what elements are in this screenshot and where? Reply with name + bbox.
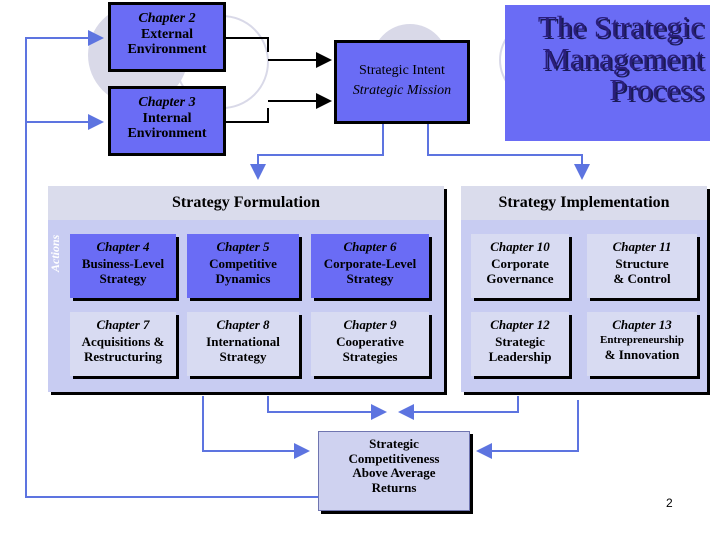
card-line: Strategy <box>346 271 394 287</box>
chapter-label: Chapter 7 <box>96 317 150 332</box>
card-line: Strategies <box>342 349 398 365</box>
chapter-label: Chapter 3 <box>138 95 196 110</box>
strategic-intent-box: Strategic Intent Strategic Mission <box>334 40 470 124</box>
card-chapter-9: Chapter 9 Cooperative Strategies <box>311 312 429 376</box>
card-chapter-8: Chapter 8 International Strategy <box>187 312 299 376</box>
chapter-label: Chapter 12 <box>490 317 550 332</box>
intent-to-panels <box>250 124 590 180</box>
page-number: 2 <box>666 496 673 510</box>
chapter-label: Chapter 4 <box>96 239 150 254</box>
panels-to-outcome <box>202 396 579 459</box>
environment-to-intent <box>226 37 332 123</box>
card-line: Strategic <box>495 333 545 349</box>
card-chapter-7: Chapter 7 Acquisitions & Restructuring <box>70 312 176 376</box>
external-environment-box: Chapter 2 External Environment <box>108 2 226 72</box>
card-chapter-4: Chapter 4 Business-Level Strategy <box>70 234 176 298</box>
panel-heading: Strategy Formulation <box>48 186 444 220</box>
card-chapter-12: Chapter 12 Strategic Leadership <box>471 312 569 376</box>
card-line: Corporate <box>491 255 549 271</box>
chapter-label: Chapter 6 <box>343 239 397 254</box>
chapter-label: Chapter 10 <box>490 239 550 254</box>
chapter-label: Chapter 11 <box>612 239 672 254</box>
chapter-label: Chapter 5 <box>216 239 270 254</box>
card-line: Competitive <box>209 255 277 271</box>
box-line: Environment <box>127 42 207 58</box>
card-line: Acquisitions & <box>81 333 165 349</box>
card-chapter-13: Chapter 13 Entrepreneurship & Innovation <box>587 312 697 376</box>
card-line: International <box>206 333 280 349</box>
card-chapter-10: Chapter 10 Corporate Governance <box>471 234 569 298</box>
box-line: Internal <box>142 110 192 126</box>
card-line: Restructuring <box>84 349 162 365</box>
internal-environment-box: Chapter 3 Internal Environment <box>108 86 226 156</box>
outcome-line: Strategic <box>369 436 419 451</box>
slide-title: The Strategic Management Process <box>505 5 710 141</box>
card-line: Strategy <box>219 349 267 365</box>
card-chapter-5: Chapter 5 Competitive Dynamics <box>187 234 299 298</box>
card-line: Structure <box>615 255 669 271</box>
chapter-label: Chapter 8 <box>216 317 270 332</box>
card-line: Business-Level <box>81 255 165 271</box>
chapter-label: Chapter 2 <box>138 11 196 26</box>
strategic-competitiveness-box: Strategic Competitiveness Above Average … <box>318 431 470 511</box>
card-line: Dynamics <box>215 271 271 287</box>
box-line: External <box>140 26 194 42</box>
card-line: & Innovation <box>604 346 680 362</box>
card-line: Leadership <box>488 349 552 365</box>
outcome-line: Returns <box>371 479 417 495</box>
actions-label: Actions <box>48 234 62 272</box>
card-chapter-11: Chapter 11 Structure & Control <box>587 234 697 298</box>
card-line: Corporate-Level <box>323 255 417 271</box>
card-line: & Control <box>613 271 671 287</box>
outcome-line: Above Average <box>352 465 436 481</box>
card-line: Cooperative <box>336 333 404 349</box>
title-line-1: The Strategic <box>537 9 704 44</box>
intent-line: Strategic Intent <box>359 63 445 78</box>
panel-heading: Strategy Implementation <box>461 186 707 220</box>
card-line: Entrepreneurship <box>600 333 684 346</box>
card-chapter-6: Chapter 6 Corporate-Level Strategy <box>311 234 429 298</box>
card-line: Governance <box>486 271 554 287</box>
mission-line: Strategic Mission <box>352 82 452 98</box>
title-line-2: Management <box>542 40 704 76</box>
outcome-line: Competitiveness <box>348 450 440 466</box>
chapter-label: Chapter 9 <box>343 317 397 332</box>
card-line: Strategy <box>99 271 147 287</box>
box-line: Environment <box>127 126 207 142</box>
title-line-3: Process <box>609 72 704 108</box>
feedback-loop <box>25 30 318 498</box>
chapter-label: Chapter 13 <box>612 317 672 332</box>
